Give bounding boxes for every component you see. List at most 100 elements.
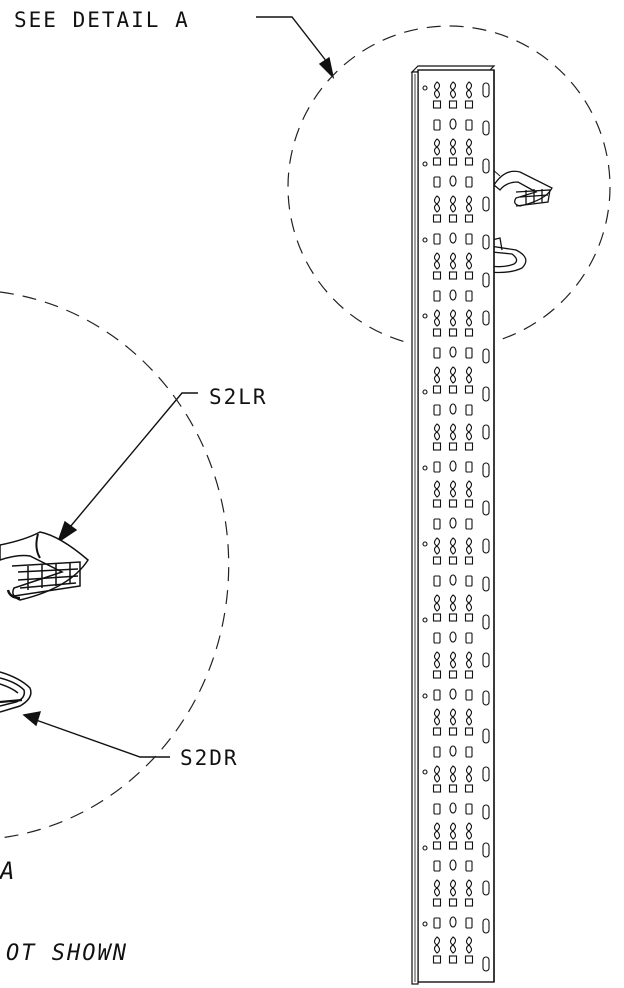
rail-rect-slot [465,347,473,359]
rail-keyhole [449,822,457,840]
rail-oval-hole [449,232,457,244]
s2dr-detail-part [0,671,32,713]
rail-rect-slot [465,689,473,701]
see-detail-label: SEE DETAIL A [14,8,190,32]
rail-side-slot [482,880,490,896]
rail-square-slot [448,841,458,850]
rail-square-slot [464,499,474,508]
rail-square-slot [464,727,474,736]
rail-square-slot [432,328,442,337]
rail-keyhole [433,423,441,441]
rail-side-slot [482,766,490,782]
rail-mount-hole [422,85,428,91]
detail-circle-large-arc [0,291,230,839]
rail-keyhole [449,594,457,612]
rail-rect-slot [465,461,473,473]
rail-square-slot [448,499,458,508]
rail-mount-hole [422,541,428,547]
rail-square-slot [464,955,474,964]
rail-side-slot [482,234,490,250]
rail-side-slot [482,728,490,744]
rail-oval-hole [449,745,457,757]
rail-keyhole [465,765,473,783]
rail-keyhole [433,252,441,270]
rail-keyhole [449,879,457,897]
rail-mount-hole [422,769,428,775]
rail-side-slot [482,538,490,554]
rail-keyhole [433,651,441,669]
rail-square-slot [448,385,458,394]
rail-rect-slot [465,917,473,929]
rail-rect-slot [433,233,441,245]
rail-keyhole [433,765,441,783]
rail-rect-slot [433,689,441,701]
rail-keyhole [449,81,457,99]
rail-rect-slot [465,176,473,188]
rail-rect-slot [433,632,441,644]
rail-rect-slot [433,404,441,416]
rail-keyhole [449,708,457,726]
rail-rect-slot [465,404,473,416]
rail-mount-hole [422,845,428,851]
rail-square-slot [448,727,458,736]
rail-square-slot [448,214,458,223]
note-label: OT SHOWN [6,941,128,966]
rail-square-slot [464,841,474,850]
rail-rect-slot [465,632,473,644]
rail-keyhole [433,936,441,954]
rail-square-slot [432,442,442,451]
rail-square-slot [448,100,458,109]
rail-side-slot [482,310,490,326]
rail-keyhole [465,252,473,270]
rail-square-slot [464,157,474,166]
rail-oval-hole [449,859,457,871]
detail-letter-label: A [0,857,16,885]
rail-side-slot [482,348,490,364]
rail-keyhole [449,252,457,270]
rail-keyhole [449,195,457,213]
rail-keyhole [465,81,473,99]
rail-side-slot [482,614,490,630]
rail-rect-slot [465,860,473,872]
rail-keyhole [449,537,457,555]
rail-keyhole [433,81,441,99]
rail-keyhole [465,423,473,441]
rail-square-slot [432,214,442,223]
rail-side-slot [482,196,490,212]
rail-rect-slot [465,290,473,302]
rail-square-slot [432,955,442,964]
rail-square-slot [464,442,474,451]
rail-keyhole [449,366,457,384]
rail-oval-hole [449,631,457,643]
rail-keyhole [449,423,457,441]
rail-mount-hole [422,389,428,395]
rail-rect-slot [433,860,441,872]
rail-square-slot [432,157,442,166]
rail-rect-slot [433,347,441,359]
rail-oval-hole [449,574,457,586]
rail-keyhole [433,879,441,897]
rail-side-slot [482,576,490,592]
arrowhead [22,711,42,727]
rail-keyhole [433,195,441,213]
rail-side-slot [482,842,490,858]
rail-cutouts [422,81,490,972]
rail-oval-hole [449,460,457,472]
rail-side-slot [482,462,490,478]
rail-side-slot [482,500,490,516]
rail-side-slot [482,918,490,934]
rail-keyhole [449,651,457,669]
rail-side-slot [482,272,490,288]
rail-side-slot [482,120,490,136]
rail-mount-hole [422,693,428,699]
rail-square-slot [432,556,442,565]
rail-keyhole [449,765,457,783]
rail-keyhole [465,138,473,156]
rail-side-slot [482,158,490,174]
rail-square-slot [464,214,474,223]
rail-square-slot [464,670,474,679]
rail-square-slot [448,157,458,166]
part-label-s2dr: S2DR [180,746,239,770]
s2lr-detail-part [0,531,89,601]
rail-mount-hole [422,617,428,623]
